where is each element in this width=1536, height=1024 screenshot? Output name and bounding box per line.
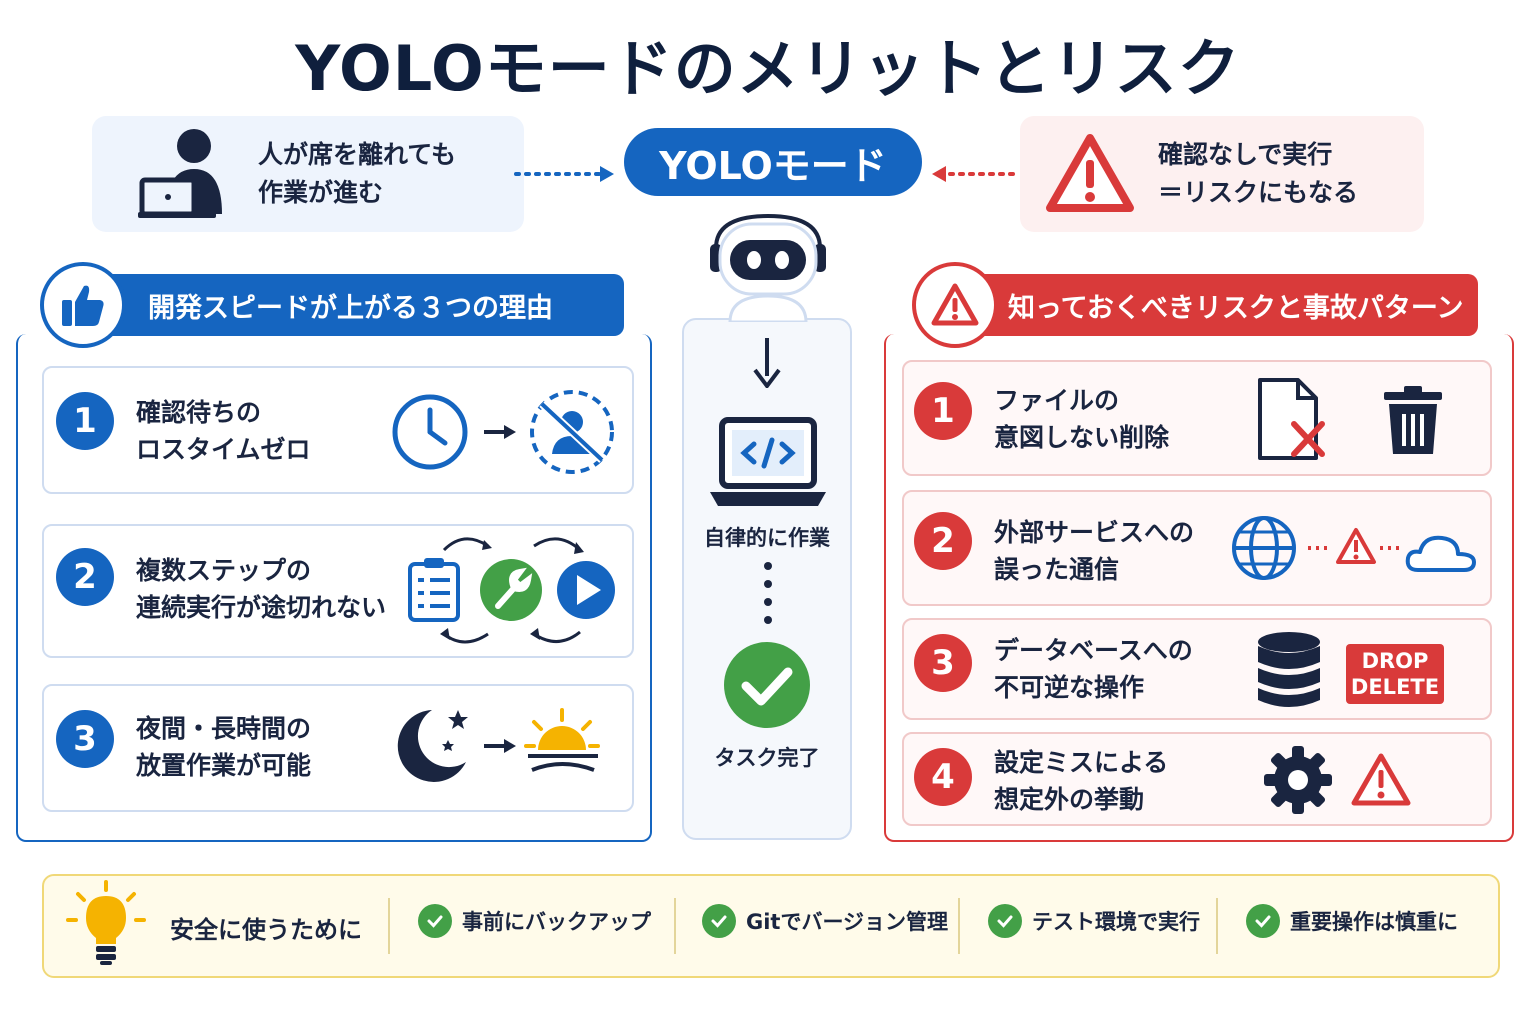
- benefit-1-line2: ロスタイムゼロ: [136, 435, 311, 464]
- dotted-arrow-right: [514, 166, 614, 182]
- tip-careful: 重要操作は慎重に: [1246, 904, 1458, 938]
- risk-3-line2: 不可逆な操作: [994, 673, 1145, 702]
- globe-warning-cloud-icon: [1232, 516, 1476, 580]
- lightbulb-icon: [66, 880, 146, 965]
- right-section-header: 知っておくべきリスクと事故パターン: [958, 274, 1478, 336]
- risk-3-line1: データベースへの: [994, 636, 1193, 665]
- risk-number-4: 4: [914, 748, 972, 806]
- risk-1-line2: 意図しない削除: [994, 423, 1170, 452]
- benefit-3-text: 夜間・長時間の 放置作業が可能: [136, 710, 311, 784]
- checklist-wrench-play-cycle-icon: [408, 537, 615, 644]
- tip-test-env-label: テスト環境で実行: [1032, 910, 1200, 934]
- right-section-title: 知っておくべきリスクと事故パターン: [1008, 292, 1464, 324]
- benefit-number-2: 2: [56, 548, 114, 606]
- divider: [674, 898, 676, 954]
- task-complete-label: タスク完了: [714, 746, 820, 770]
- benefit-2-line2: 連続実行が途切れない: [136, 593, 387, 622]
- drop-label: DROP: [1361, 649, 1429, 673]
- tip-careful-label: 重要操作は慎重に: [1290, 910, 1458, 934]
- dotted-vertical-line: [764, 562, 772, 624]
- benefit-3-line2: 放置作業が可能: [136, 751, 312, 780]
- benefit-number-1: 1: [56, 392, 114, 450]
- benefit-2-line1: 複数ステップの: [136, 556, 312, 585]
- laptop-code-icon: [710, 417, 826, 506]
- top-right-box: 確認なしで実行 ＝リスクにもなる: [1020, 116, 1424, 232]
- risk-4-text: 設定ミスによる 想定外の挙動: [994, 744, 1168, 818]
- file-delete-trash-icon: [1258, 378, 1442, 460]
- warning-badge: [912, 262, 998, 348]
- risk-2-line1: 外部サービスへの: [994, 518, 1195, 547]
- robot-icon: [710, 213, 826, 322]
- left-section-title: 開発スピードが上がる３つの理由: [148, 292, 553, 324]
- top-left-line1: 人が席を離れても: [258, 140, 457, 169]
- tip-git-label: Gitでバージョン管理: [746, 910, 949, 934]
- tip-test-env: テスト環境で実行: [988, 904, 1200, 938]
- risk-4-line2: 想定外の挙動: [994, 785, 1145, 814]
- benefit-2-text: 複数ステップの 連続実行が途切れない: [136, 552, 386, 626]
- divider: [388, 898, 390, 954]
- gear-icon: [1264, 746, 1332, 814]
- risk-number-3: 3: [914, 634, 972, 692]
- risk-card-2: [902, 490, 1492, 606]
- benefit-1-line1: 確認待ちの: [136, 398, 262, 427]
- person-laptop-icon: [138, 129, 222, 218]
- top-right-line2: ＝リスクにもなる: [1158, 178, 1359, 207]
- autonomous-work-label: 自律的に作業: [704, 526, 830, 550]
- risk-2-line2: 誤った通信: [994, 555, 1120, 584]
- benefit-1-text: 確認待ちの ロスタイムゼロ: [136, 394, 311, 468]
- warning-icon: [1351, 753, 1411, 806]
- check-complete-icon: [724, 642, 810, 728]
- warning-icon: [931, 283, 979, 326]
- check-icon: [1246, 904, 1280, 938]
- center-flow-column: [682, 318, 852, 840]
- risk-number-1: 1: [914, 382, 972, 440]
- moon-to-sunrise-icon: [397, 708, 600, 782]
- yolo-mode-pill: YOLOモード: [624, 128, 922, 196]
- safety-lead: 安全に使うために: [170, 916, 362, 944]
- page-title: YOLOモードのメリットとリスク: [295, 32, 1241, 105]
- risk-4-line1: 設定ミスによる: [994, 748, 1169, 777]
- risk-2-text: 外部サービスへの 誤った通信: [994, 514, 1194, 588]
- divider: [958, 898, 960, 954]
- top-left-box: 人が席を離れても 作業が進む: [92, 116, 524, 232]
- right-section-frame: [884, 334, 1514, 842]
- risk-3-text: データベースへの 不可逆な操作: [994, 632, 1193, 706]
- dotted-arrow-left: [932, 166, 1022, 182]
- check-icon: [702, 904, 736, 938]
- left-section-header: 開発スピードが上がる３つの理由: [92, 274, 624, 336]
- risk-1-text: ファイルの 意図しない削除: [994, 382, 1169, 456]
- arrow-down-icon: [753, 338, 781, 388]
- risk-number-2: 2: [914, 512, 972, 570]
- benefit-3-line1: 夜間・長時間の: [136, 714, 312, 743]
- thumbs-up-badge: [40, 262, 126, 348]
- check-icon: [418, 904, 452, 938]
- clock-to-no-person-icon: [392, 390, 614, 474]
- benefit-number-3: 3: [56, 710, 114, 768]
- top-right-line1: 確認なしで実行: [1158, 140, 1333, 169]
- check-icon: [988, 904, 1022, 938]
- delete-label: DELETE: [1350, 675, 1440, 699]
- benefit-card-3: [42, 684, 634, 812]
- tip-git: Gitでバージョン管理: [702, 904, 948, 938]
- drop-delete-badge: DROP DELETE: [1346, 644, 1444, 704]
- tip-backup: 事前にバックアップ: [418, 904, 651, 938]
- divider: [1216, 898, 1218, 954]
- database-icon: [1258, 632, 1320, 707]
- warning-icon: [1046, 134, 1134, 212]
- thumbs-up-icon: [62, 285, 104, 326]
- left-section-frame: [16, 334, 652, 842]
- risk-1-line1: ファイルの: [994, 386, 1120, 415]
- benefit-card-1: [42, 366, 634, 494]
- tip-backup-label: 事前にバックアップ: [462, 910, 651, 934]
- top-left-line2: 作業が進む: [258, 178, 384, 207]
